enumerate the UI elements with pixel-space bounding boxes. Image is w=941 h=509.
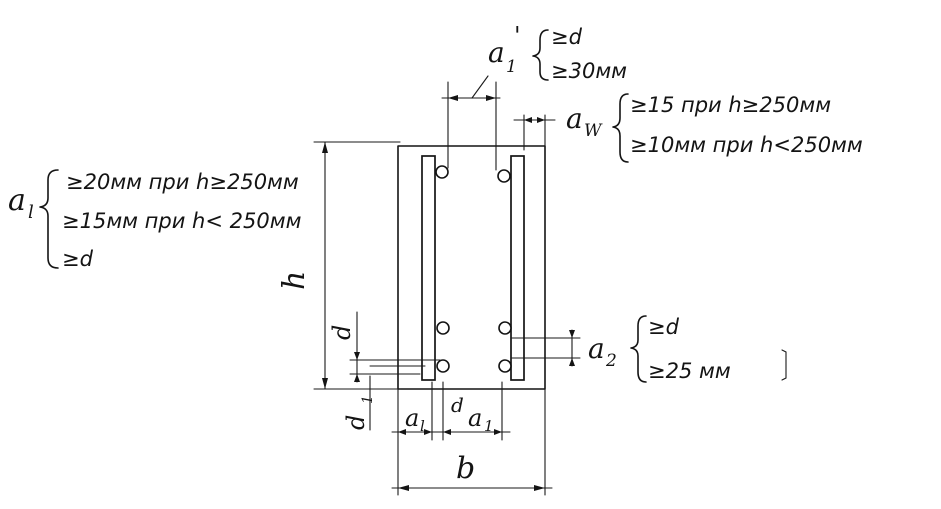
d1-label: d [342,415,370,430]
a2-bracket-mark [781,349,787,381]
right-vertical-bar [510,155,525,381]
dimension-d-left [349,311,441,383]
a2-sub: 2 [605,351,617,371]
a2-cond-1: ≥d [648,315,680,339]
b-label: b [456,451,475,486]
aw-cond-1: ≥15 при h≥250мм [630,93,831,117]
bar-bottom-left [436,359,450,373]
a1-prime-cond-1: ≥d [551,25,583,49]
a1-prime-label: a [488,36,505,69]
aw-label: a [566,102,583,135]
a-left-bottom-sub: l [420,417,425,435]
a1-prime-cond-2: ≥30мм [551,59,627,83]
aw-cond-2: ≥10мм при h<250мм [630,133,863,157]
dimension-d1 [359,365,426,431]
a1-bottom-sub: 1 [484,417,494,435]
aw-brace [612,93,629,163]
bar-bottom-right [498,359,512,373]
a2-brace [630,315,647,383]
a1-prime-sub: 1 [506,57,517,77]
a1-prime-mark: ' [514,22,521,50]
dimension-b [391,485,553,491]
al-sub: l [28,202,34,223]
dimension-a2 [511,329,581,367]
d-left-label: d [328,325,356,340]
al-label: a [8,183,26,218]
left-vertical-bar [421,155,436,381]
al-brace [39,169,59,269]
al-cond-3: ≥d [62,247,94,271]
bar-mid-right [498,321,512,335]
al-cond-1: ≥20мм при h≥250мм [66,170,299,194]
aw-sub: W [584,121,603,141]
bar-top-right [497,169,511,183]
dimension-aw [513,114,556,151]
dimension-a1-prime [441,75,501,171]
dimension-bottom-spacing [391,381,546,496]
bar-top-left [435,165,449,179]
bar-mid-left [436,321,450,335]
d1-sub: 1 [360,395,376,404]
a1-prime-brace [532,29,549,81]
h-label: h [277,271,312,290]
a2-label: a [588,332,605,365]
a-left-bottom-label: a [405,404,419,432]
a2-cond-2: ≥25 мм [648,359,731,383]
d-bottom-label: d [451,393,464,417]
al-cond-2: ≥15мм при h< 250мм [62,209,302,233]
a1-bottom-label: a [468,404,482,432]
beam-section-outline [397,145,546,390]
longitudinal-bars [435,165,512,373]
